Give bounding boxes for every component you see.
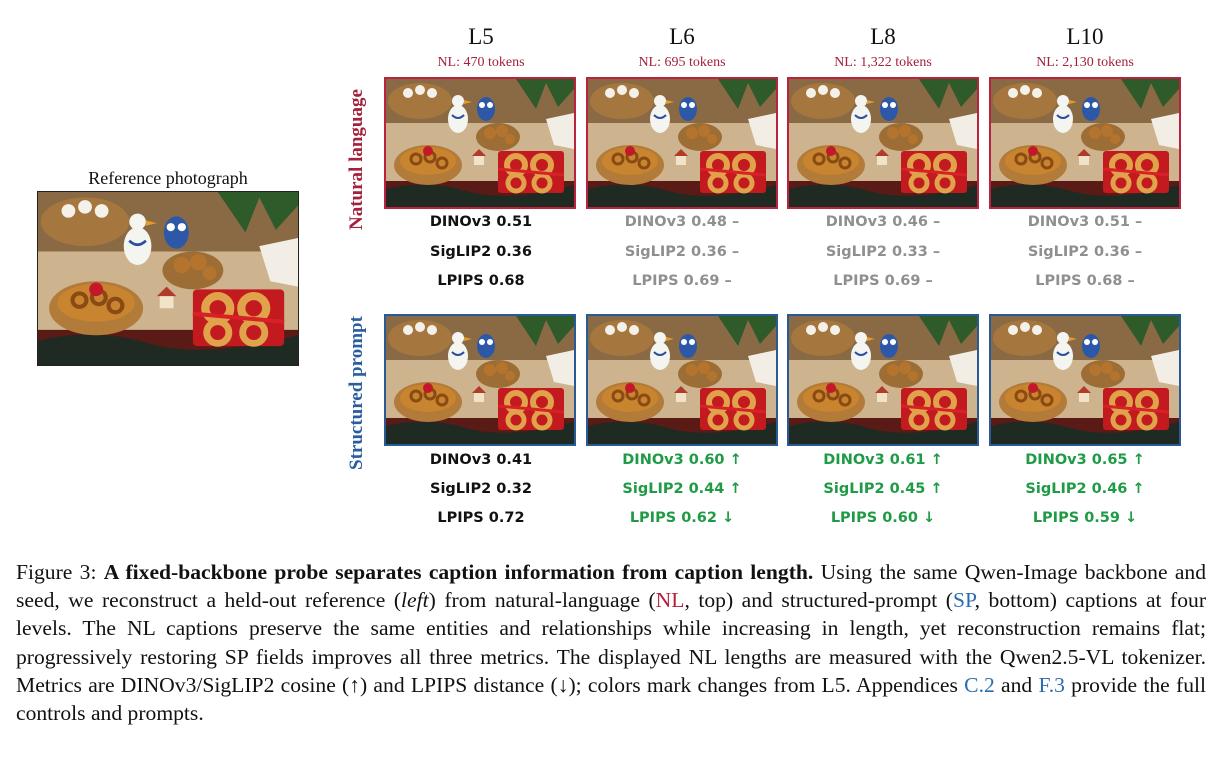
caption-text: , bottom) captions at four levels. The N… — [16, 588, 1207, 697]
caption-nl-abbrev: NL — [655, 588, 685, 613]
sp-reconstruction-image — [384, 314, 576, 446]
nl-lpips-score: LPIPS 0.69 – — [833, 273, 933, 289]
sp-siglip-score: SigLIP2 0.45 ↑ — [823, 481, 943, 497]
nl-siglip-score: SigLIP2 0.36 – — [1027, 244, 1143, 260]
sp-siglip-score: SigLIP2 0.46 ↑ — [1025, 481, 1145, 497]
sp-lpips-score: LPIPS 0.62 ↓ — [629, 510, 735, 526]
caption-label: Figure 3: — [16, 560, 97, 584]
caption-text: provide the full controls and prompts. — [16, 672, 1206, 726]
row-label-natural-language: Natural language — [346, 89, 367, 230]
caption-sp-abbrev: SP — [953, 588, 975, 613]
nl-dino-score: DINOv3 0.46 – — [825, 214, 941, 230]
nl-reconstruction-image — [989, 77, 1181, 209]
caption-text: and — [994, 672, 1039, 697]
nl-token-count: NL: 1,322 tokens — [834, 55, 932, 70]
sp-dino-score: DINOv3 0.60 ↑ — [622, 452, 742, 468]
nl-dino-score: DINOv3 0.48 – — [624, 214, 740, 230]
nl-reconstruction-image — [586, 77, 778, 209]
sp-reconstruction-image — [586, 314, 778, 446]
nl-reconstruction-image — [787, 77, 979, 209]
nl-token-count: NL: 470 tokens — [437, 55, 525, 70]
appendix-link-c2[interactable]: C.2 — [964, 672, 995, 697]
nl-dino-score: DINOv3 0.51 — [429, 214, 533, 230]
sp-lpips-score: LPIPS 0.60 ↓ — [830, 510, 936, 526]
nl-token-count: NL: 695 tokens — [638, 55, 726, 70]
caption-title: A fixed-backbone probe separates caption… — [103, 560, 814, 584]
sp-dino-score: DINOv3 0.41 — [429, 452, 533, 468]
caption-text: ) from natural-language ( — [428, 588, 656, 613]
caption-text: Using the same Qwen-Image backbone and s… — [16, 560, 1207, 613]
nl-lpips-score: LPIPS 0.69 – — [632, 273, 732, 289]
sp-lpips-score: LPIPS 0.59 ↓ — [1032, 510, 1138, 526]
nl-siglip-score: SigLIP2 0.36 – — [624, 244, 740, 260]
row-label-structured-prompt: Structured prompt — [346, 316, 367, 470]
level-name: L5 — [468, 24, 494, 49]
level-name: L8 — [870, 24, 896, 49]
level-name: L10 — [1066, 24, 1104, 49]
nl-token-count: NL: 2,130 tokens — [1036, 55, 1134, 70]
figure-caption: Figure 3: A fixed-backbone probe separat… — [16, 558, 1206, 727]
sp-reconstruction-image — [989, 314, 1181, 446]
sp-siglip-score: SigLIP2 0.44 ↑ — [622, 481, 742, 497]
nl-siglip-score: SigLIP2 0.36 — [430, 244, 532, 260]
nl-siglip-score: SigLIP2 0.33 – — [825, 244, 941, 260]
sp-dino-score: DINOv3 0.65 ↑ — [1025, 452, 1145, 468]
figure-3: Reference photograph Natural language St… — [37, 24, 1181, 526]
reference-photograph — [37, 191, 299, 366]
nl-lpips-score: LPIPS 0.68 – — [1035, 273, 1135, 289]
sp-reconstruction-image — [787, 314, 979, 446]
reference-caption: Reference photograph — [88, 168, 248, 188]
nl-dino-score: DINOv3 0.51 – — [1027, 214, 1143, 230]
nl-reconstruction-image — [384, 77, 576, 209]
appendix-link-f3[interactable]: F.3 — [1038, 672, 1065, 697]
sp-siglip-score: SigLIP2 0.32 — [430, 481, 532, 497]
caption-text: , top) and structured-prompt ( — [684, 588, 954, 613]
sp-dino-score: DINOv3 0.61 ↑ — [823, 452, 943, 468]
nl-lpips-score: LPIPS 0.68 — [437, 273, 525, 289]
level-name: L6 — [669, 24, 695, 49]
caption-left-italic: left — [401, 588, 429, 613]
sp-lpips-score: LPIPS 0.72 — [437, 510, 525, 526]
